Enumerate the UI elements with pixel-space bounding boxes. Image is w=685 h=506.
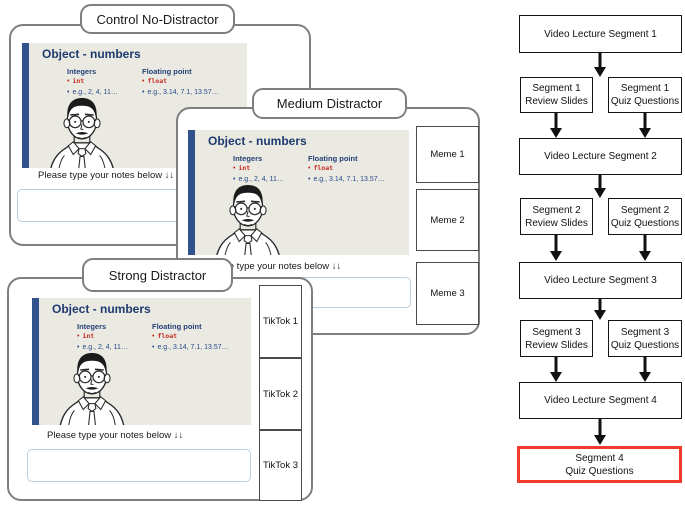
lecture-slide: Object - numbers Integers int e.g., 2, 4… (188, 130, 409, 255)
column-heading: Integers (77, 322, 107, 331)
flow-node-lecture-3: Video Lecture Segment 3 (519, 262, 682, 299)
distractor-tiktok-2: TikTok 2 (259, 358, 302, 430)
distractor-meme-2: Meme 2 (416, 189, 479, 251)
lecture-slide: Object - numbers Integers int e.g., 2, 4… (22, 43, 247, 168)
lecturer-illustration (43, 91, 121, 168)
column-heading: Integers (233, 154, 263, 163)
flow-arrow (638, 357, 652, 382)
lecturer-illustration (209, 178, 287, 255)
flow-arrow (549, 113, 563, 138)
column-heading: Floating point (142, 67, 192, 76)
distractor-label: TikTok 3 (262, 460, 299, 471)
condition-tab-strong: Strong Distractor (82, 258, 233, 292)
flow-node-review-1: Segment 1 Review Slides (520, 77, 593, 113)
flow-arrow (593, 53, 607, 77)
condition-panel-medium: Object - numbers Integers int e.g., 2, 4… (176, 107, 480, 335)
example-text: e.g., 3.14, 7.1, 13.57… (308, 175, 384, 186)
notes-input[interactable] (27, 449, 251, 482)
distractor-meme-3: Meme 3 (416, 262, 479, 325)
slide-column-integers: Integers int e.g., 2, 4, 11… (67, 67, 118, 98)
example-text: e.g., 2, 4, 11… (67, 88, 117, 99)
flow-node-lecture-2: Video Lecture Segment 2 (519, 138, 682, 175)
condition-tab-medium: Medium Distractor (252, 88, 407, 119)
condition-label: Control No-Distractor (96, 11, 219, 27)
slide-title: Object - numbers (52, 302, 151, 316)
code-term: float (313, 164, 334, 172)
distractor-label: Meme 2 (430, 214, 465, 226)
column-heading: Integers (67, 67, 97, 76)
distractor-meme-1: Meme 1 (416, 126, 479, 183)
flow-node-lecture-4: Video Lecture Segment 4 (519, 382, 682, 419)
flow-node-quiz-1: Segment 1 Quiz Questions (608, 77, 682, 113)
distractor-label: Meme 3 (430, 288, 465, 299)
code-term: int (238, 164, 251, 172)
example-text: e.g., 2, 4, 11… (233, 175, 283, 186)
flow-arrow (593, 419, 607, 445)
flow-node-review-3: Segment 3 Review Slides (520, 320, 593, 357)
distractor-tiktok-1: TikTok 1 (259, 285, 302, 358)
distractor-label: TikTok 1 (262, 316, 299, 327)
code-term: int (72, 77, 85, 85)
flow-arrow (638, 235, 652, 261)
flow-arrow (638, 113, 652, 138)
distractor-label: TikTok 2 (262, 388, 299, 400)
slide-title: Object - numbers (42, 47, 141, 61)
distractor-label: Meme 1 (430, 149, 465, 160)
distractor-tiktok-3: TikTok 3 (259, 430, 302, 501)
column-heading: Floating point (308, 154, 358, 163)
flow-arrow (549, 357, 563, 382)
example-text: e.g., 3.14, 7.1, 13.57… (152, 343, 228, 354)
slide-column-integers: Integers int e.g., 2, 4, 11… (233, 154, 284, 185)
condition-label: Medium Distractor (276, 96, 383, 111)
flow-arrow (593, 175, 607, 198)
slide-title: Object - numbers (208, 134, 307, 148)
condition-label: Strong Distractor (108, 267, 207, 283)
column-heading: Floating point (152, 322, 202, 331)
example-text: e.g., 2, 4, 11… (77, 343, 127, 354)
code-term: int (82, 332, 95, 340)
flow-node-quiz-4-highlighted: Segment 4 Quiz Questions (517, 446, 682, 483)
lecture-slide: Object - numbers Integers int e.g., 2, 4… (32, 298, 251, 425)
flow-node-review-2: Segment 2 Review Slides (520, 198, 593, 235)
flow-arrow (549, 235, 563, 261)
slide-column-floating: Floating point float e.g., 3.14, 7.1, 13… (308, 154, 385, 185)
notes-prompt: Please type your notes below ↓↓ (47, 430, 184, 441)
slide-column-floating: Floating point float e.g., 3.14, 7.1, 13… (152, 322, 229, 353)
flow-node-quiz-2: Segment 2 Quiz Questions (608, 198, 682, 235)
code-term: float (147, 77, 168, 85)
example-text: e.g., 3.14, 7.1, 13.57… (142, 88, 218, 99)
lecturer-illustration (53, 346, 131, 425)
slide-column-floating: Floating point float e.g., 3.14, 7.1, 13… (142, 67, 219, 98)
flow-node-lecture-1: Video Lecture Segment 1 (519, 15, 682, 53)
flow-node-quiz-3: Segment 3 Quiz Questions (608, 320, 682, 357)
flow-arrow (593, 299, 607, 320)
condition-panel-strong: Object - numbers Integers int e.g., 2, 4… (7, 277, 313, 501)
slide-column-integers: Integers int e.g., 2, 4, 11… (77, 322, 128, 353)
notes-prompt: Please type your notes below ↓↓ (205, 261, 342, 272)
notes-prompt: Please type your notes below ↓↓ (38, 170, 175, 181)
code-term: float (157, 332, 178, 340)
condition-tab-control: Control No-Distractor (80, 4, 235, 34)
